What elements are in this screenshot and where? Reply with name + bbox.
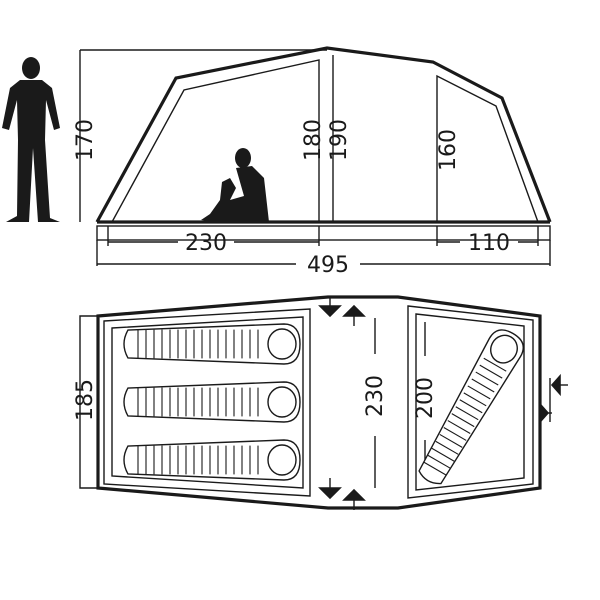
tent-outline <box>95 46 552 223</box>
door-arrow-icon <box>318 296 366 326</box>
length-total-label: 495 <box>307 253 349 278</box>
standing-person-icon <box>2 57 60 222</box>
sleeping-bag-icon <box>123 323 301 365</box>
door-arrow-icon <box>539 373 568 425</box>
sleeping-bag-icon <box>418 329 524 485</box>
door-arrow-icon <box>318 478 366 510</box>
sleeping-bags <box>123 323 524 485</box>
length-vestibule-label: 110 <box>468 231 510 256</box>
length-inner-label: 230 <box>185 231 227 256</box>
floor-strip <box>96 225 551 241</box>
sleeping-bag-icon <box>123 439 301 481</box>
height-person-label: 170 <box>73 119 98 161</box>
height-vestibule-label: 160 <box>436 129 461 171</box>
sleeping-room-outer <box>103 308 311 497</box>
inner-tent-right <box>436 74 539 223</box>
sleeping-room-inner <box>111 316 304 489</box>
sleeping-bag-icon <box>123 381 301 423</box>
length-sleeping-label: 200 <box>413 377 438 419</box>
height-center-right-label: 190 <box>327 119 352 161</box>
floor-outline <box>96 295 542 510</box>
right-room-inner <box>415 313 525 491</box>
sitting-person-icon <box>201 148 269 222</box>
height-center-left-label: 180 <box>301 119 326 161</box>
side-view: 230 110 495 170 180 190 160 <box>2 46 552 278</box>
width-inner-label: 185 <box>73 379 98 421</box>
floor-width-reference <box>79 315 98 489</box>
right-room-outer <box>407 305 534 499</box>
width-total-label: 230 <box>363 375 388 417</box>
floor-plan: 230 185 200 <box>73 295 568 510</box>
inner-tent-left <box>111 59 320 223</box>
